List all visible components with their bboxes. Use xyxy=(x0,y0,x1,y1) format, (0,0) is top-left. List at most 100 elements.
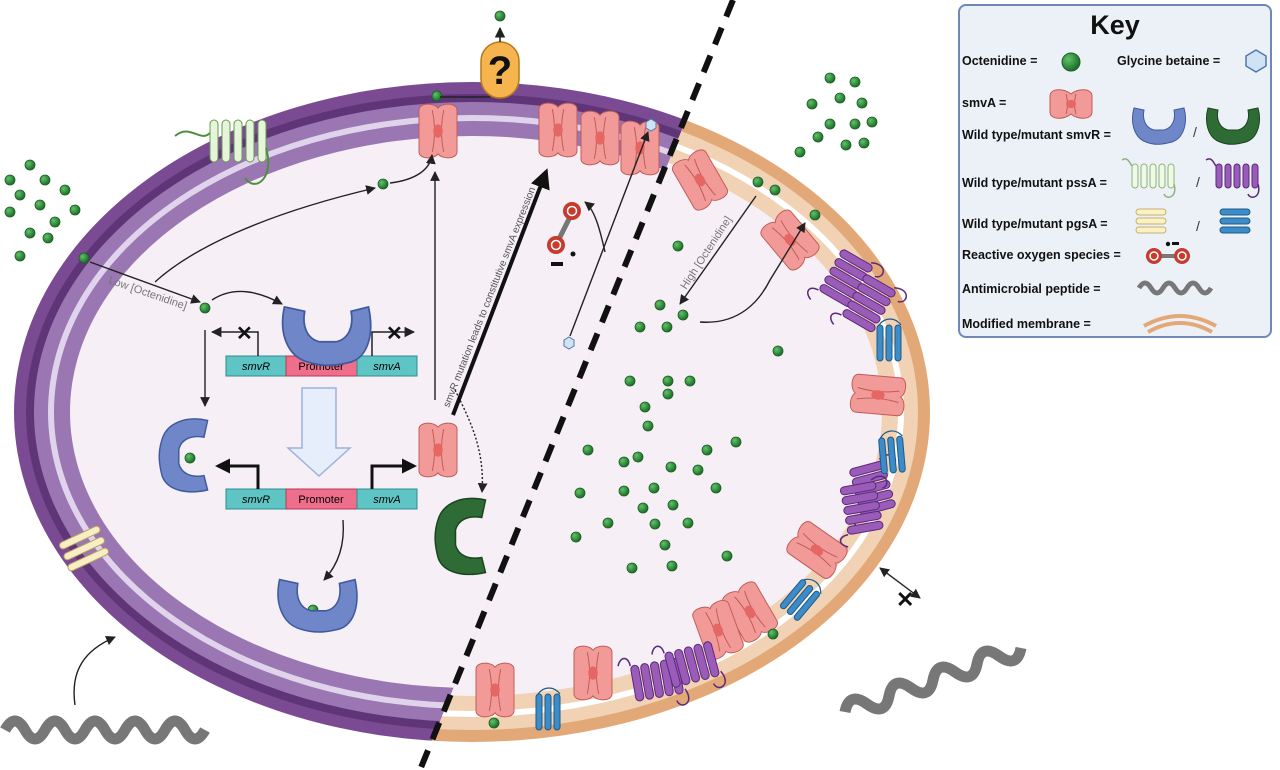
smva-icon xyxy=(1049,89,1093,119)
smva-transporter xyxy=(580,110,620,166)
octenidine-dot xyxy=(618,485,630,497)
key-smva-label: smvA = xyxy=(962,96,1007,110)
smvr-protein xyxy=(434,497,487,576)
octenidine-dot xyxy=(618,456,630,468)
octenidine-dot xyxy=(692,464,704,476)
octenidine-dot xyxy=(662,375,674,387)
octenidine-dot xyxy=(377,178,389,190)
octenidine-dot xyxy=(634,321,646,333)
divider-line xyxy=(417,0,736,770)
amp-left xyxy=(0,715,210,745)
octenidine-dot xyxy=(858,137,870,149)
octenidine-dot xyxy=(840,139,852,151)
modified-membrane-icon xyxy=(1143,314,1217,334)
smva-transporter xyxy=(538,102,578,158)
octenidine-dot xyxy=(662,388,674,400)
octenidine-dot xyxy=(654,299,666,311)
pssa-mutant xyxy=(651,641,726,689)
pssa-mutant-icon xyxy=(1205,158,1260,198)
key-pgsa-label: Wild type/mutant pgsA = xyxy=(962,217,1108,231)
octenidine-dot xyxy=(677,309,689,321)
octenidine-dot xyxy=(24,227,36,239)
octenidine-dot xyxy=(672,240,684,252)
key-sep-smvr: / xyxy=(1193,124,1197,140)
smva-transporter xyxy=(620,120,660,176)
key-pssa-label: Wild type/mutant pssA = xyxy=(962,176,1107,190)
octenidine-dot xyxy=(684,375,696,387)
octenidine-dot xyxy=(806,98,818,110)
smva-transporter xyxy=(721,581,779,643)
key-membrane-label: Modified membrane = xyxy=(962,317,1091,331)
glycine-betaine-2 xyxy=(645,118,657,132)
octenidine-dot xyxy=(824,72,836,84)
octenidine-dot xyxy=(42,232,54,244)
amp-icon xyxy=(1136,280,1214,296)
smva-transporter xyxy=(475,662,515,718)
gene-smva-bottom: smvA xyxy=(373,494,401,506)
promoter-bottom: Promoter xyxy=(298,494,344,506)
octenidine-dot xyxy=(14,189,26,201)
octenidine-dot xyxy=(648,482,660,494)
octenidine-dot xyxy=(730,436,742,448)
flow-arrows xyxy=(73,96,921,706)
smvr-mutant-icon xyxy=(1206,107,1260,145)
question-mark: ? xyxy=(488,49,512,93)
key-glycine-label: Glycine betaine = xyxy=(1117,54,1221,68)
octenidine-dot xyxy=(34,199,46,211)
key-ros-label: Reactive oxygen species = xyxy=(962,248,1121,262)
key-sep-pgsa: / xyxy=(1196,218,1200,234)
pgsa-mutant xyxy=(779,578,822,621)
unknown-exporter: ? xyxy=(480,26,520,99)
ros-molecule xyxy=(547,202,581,266)
smva-transporter xyxy=(418,103,458,159)
octenidine-dot xyxy=(626,562,638,574)
pgsa-wt-icon xyxy=(1135,208,1167,234)
octenidine-dot xyxy=(488,717,500,729)
octenidine-dot xyxy=(4,206,16,218)
key-title: Key xyxy=(1090,10,1140,40)
octenidine-dot xyxy=(582,444,594,456)
octenidine-dot xyxy=(682,517,694,529)
glycine-betaine-icon xyxy=(1245,49,1267,73)
octenidine-dot xyxy=(809,209,821,221)
smva-transporter xyxy=(573,645,613,701)
gene-smva-top: smvA xyxy=(373,361,401,373)
octenidine-dot xyxy=(14,250,26,262)
pssa-mutant xyxy=(830,274,908,333)
octenidine-icon xyxy=(1061,52,1081,72)
key-panel: Key Octenidine = Glycine betaine = smvA … xyxy=(958,4,1272,338)
octenidine-dot xyxy=(624,375,636,387)
octenidine-dot xyxy=(69,204,81,216)
octenidine-dot xyxy=(666,560,678,572)
smvr-protein xyxy=(281,305,372,367)
octenidine-dot xyxy=(570,531,582,543)
octenidine-dot xyxy=(849,118,861,130)
smvr-protein xyxy=(277,578,358,633)
gene-smvr-top: smvR xyxy=(242,361,270,373)
octenidine-dot xyxy=(665,461,677,473)
gene-smvr-bottom: smvR xyxy=(242,494,270,506)
block-mark-amp: ✕ xyxy=(896,587,914,612)
octenidine-dot xyxy=(659,539,671,551)
glycine-betaine-1 xyxy=(563,336,575,350)
octenidine-dot xyxy=(866,116,878,128)
octenidine-dot xyxy=(78,252,90,264)
pgsa-mutant xyxy=(878,430,906,475)
octenidine-dot xyxy=(49,216,61,228)
octenidine-dot xyxy=(574,487,586,499)
octenidine-dot xyxy=(769,184,781,196)
octenidine-dot xyxy=(39,174,51,186)
pgsa-mutant xyxy=(876,318,902,362)
block-mark-left: ✕ xyxy=(236,323,253,345)
octenidine-dot xyxy=(667,499,679,511)
key-smvr-label: Wild type/mutant smvR = xyxy=(962,128,1111,142)
octenidine-dot xyxy=(649,518,661,530)
octenidine-dot xyxy=(856,97,868,109)
operon-induced: smvR Promoter smvA xyxy=(215,458,418,510)
octenidine-dot xyxy=(184,452,196,464)
octenidine-dot xyxy=(4,174,16,186)
pgsa-wildtype xyxy=(59,525,109,572)
smva-transporter xyxy=(786,521,848,579)
octenidine-dot xyxy=(639,401,651,413)
